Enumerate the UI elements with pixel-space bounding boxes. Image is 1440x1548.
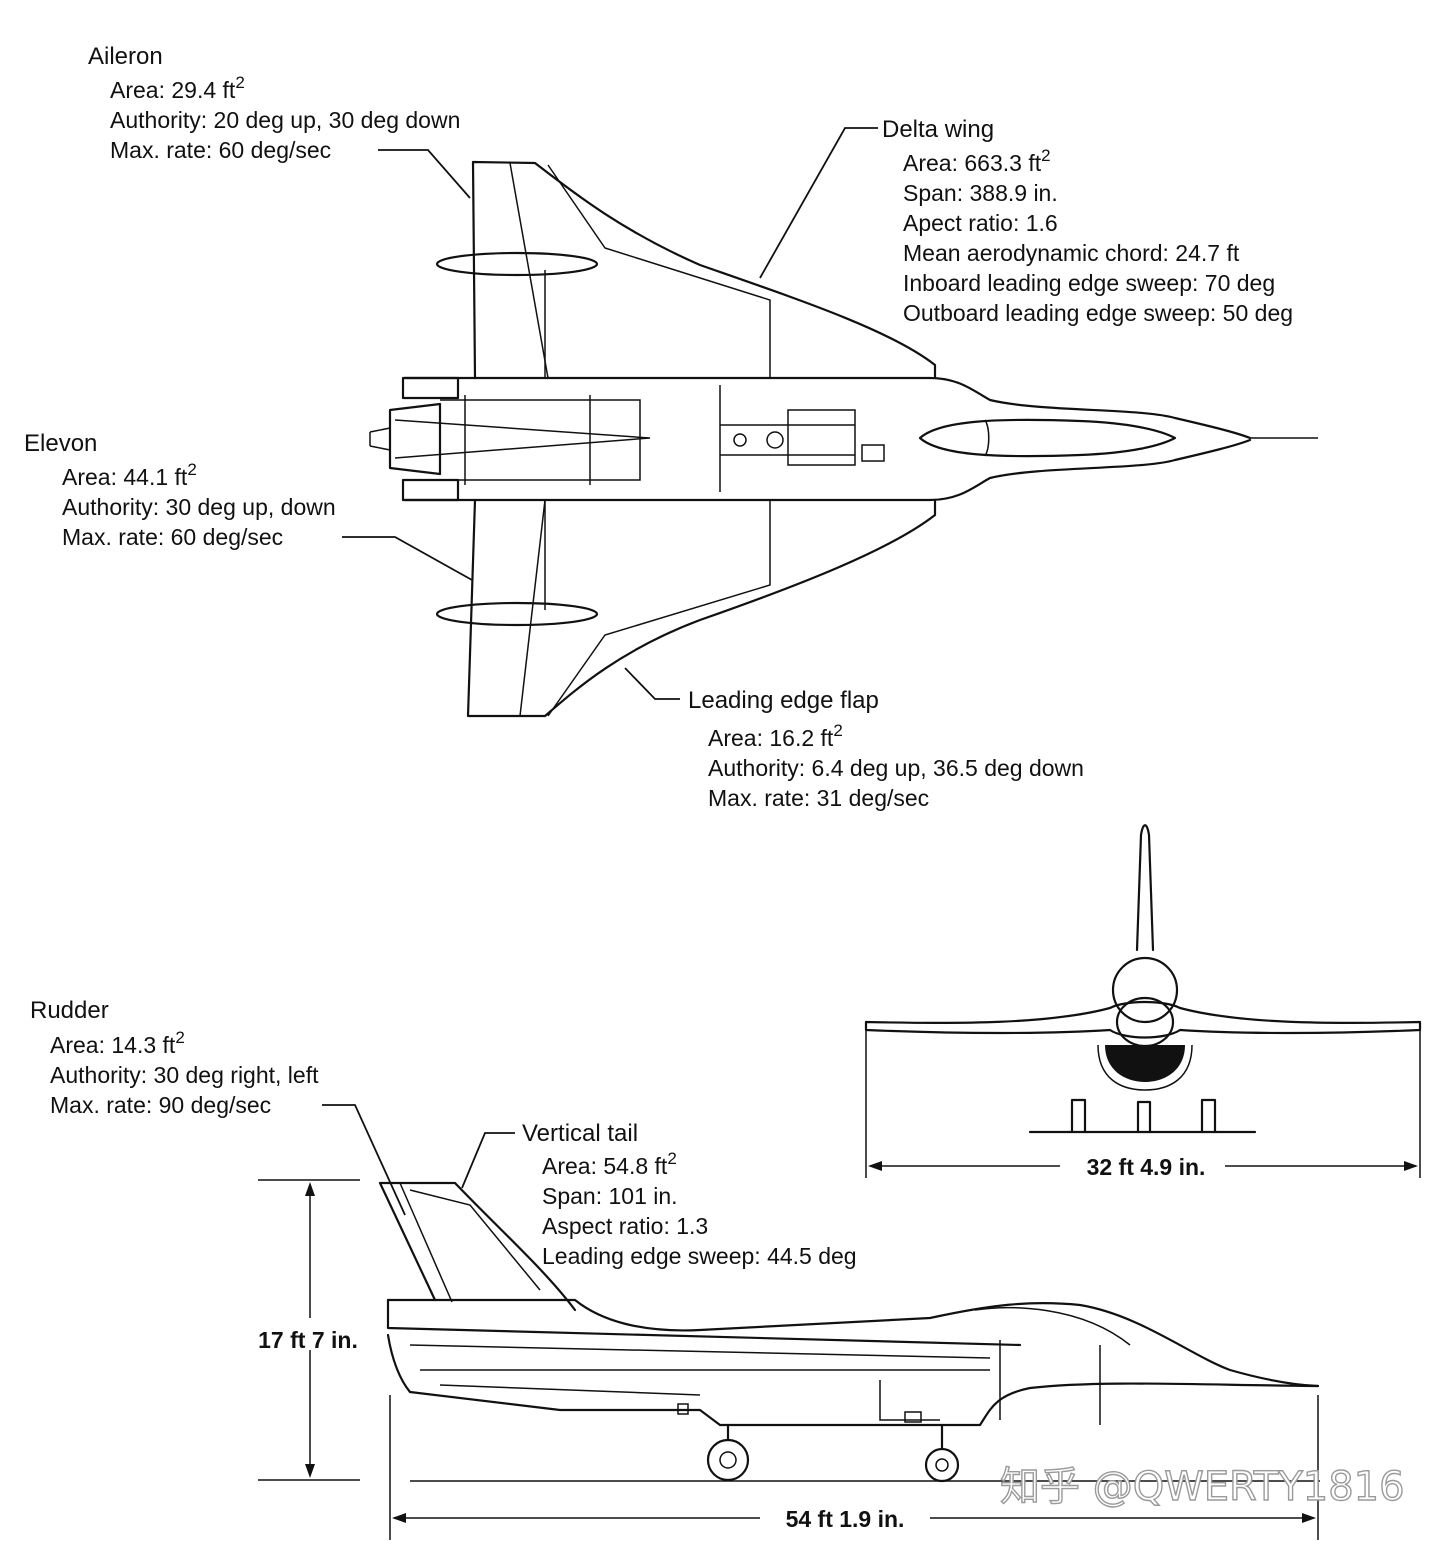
lef-callout: Leading edge flap Area: 16.2 ft2 Authori…	[688, 687, 1084, 811]
aileron-title: Aileron	[88, 43, 163, 70]
elevon-title: Elevon	[24, 430, 97, 457]
front-view-fin	[1135, 824, 1155, 952]
top-view-nozzle	[388, 402, 442, 476]
aileron-rate: Max. rate: 60 deg/sec	[110, 137, 331, 163]
rudder-title: Rudder	[30, 997, 109, 1024]
delta-wing-title: Delta wing	[882, 116, 994, 143]
side-view: 17 ft 7 in. 54 ft 1.9 in.	[258, 1179, 1320, 1540]
side-view-main-gear	[706, 1438, 750, 1482]
front-view: 32 ft 4.9 in.	[864, 824, 1422, 1180]
elevon-rate: Max. rate: 60 deg/sec	[62, 524, 283, 550]
top-view-fuselage-upper	[403, 376, 1252, 440]
lef-leader	[624, 667, 680, 700]
side-view-height-dimension: 17 ft 7 in.	[258, 1327, 358, 1353]
delta-wing-outboard: Outboard leading edge sweep: 50 deg	[903, 300, 1293, 326]
leader-lines	[322, 127, 878, 1216]
vtail-aspect: Aspect ratio: 1.3	[542, 1213, 708, 1239]
top-view-wingtip-rail-upper	[435, 251, 599, 277]
vtail-area: Area: 54.8 ft2	[542, 1149, 677, 1179]
rudder-leader	[322, 1104, 406, 1216]
side-view-nose-gear	[924, 1447, 960, 1483]
front-view-span-dimension: 32 ft 4.9 in.	[1087, 1154, 1206, 1180]
lef-rate: Max. rate: 31 deg/sec	[708, 785, 929, 811]
side-view-length-dimension: 54 ft 1.9 in.	[786, 1506, 905, 1532]
top-view-wingtip-rail-lower	[435, 601, 599, 627]
vtail-span: Span: 101 in.	[542, 1183, 678, 1209]
watermark: 知乎 @QWERTY1816	[1000, 1464, 1405, 1510]
top-view-canopy	[918, 418, 1177, 458]
side-view-fuselage	[386, 1298, 1320, 1388]
front-view-intake	[1105, 1045, 1185, 1082]
top-view	[369, 160, 1318, 718]
top-view-lower-wing	[466, 498, 937, 718]
aileron-callout: Aileron Area: 29.4 ft2 Authority: 20 deg…	[88, 43, 460, 163]
top-view-fuselage-lower	[403, 438, 1252, 502]
aileron-area: Area: 29.4 ft2	[110, 73, 245, 103]
delta-wing-inboard: Inboard leading edge sweep: 70 deg	[903, 270, 1275, 296]
rudder-callout: Rudder Area: 14.3 ft2 Authority: 30 deg …	[30, 997, 319, 1118]
front-view-wing	[864, 1000, 1422, 1039]
elevon-area: Area: 44.1 ft2	[62, 460, 197, 490]
side-view-vertical-tail	[378, 1181, 577, 1312]
lef-area: Area: 16.2 ft2	[708, 721, 843, 751]
aileron-leader	[378, 149, 471, 199]
delta-wing-aspect: Apect ratio: 1.6	[903, 210, 1058, 236]
lef-title: Leading edge flap	[688, 687, 879, 714]
delta-wing-area: Area: 663.3 ft2	[903, 146, 1051, 176]
top-view-upper-wing	[471, 160, 937, 380]
vtail-callout: Vertical tail Area: 54.8 ft2 Span: 101 i…	[522, 1120, 857, 1269]
delta-wing-callout: Delta wing Area: 663.3 ft2 Span: 388.9 i…	[882, 116, 1293, 326]
rudder-area: Area: 14.3 ft2	[50, 1028, 185, 1058]
vtail-leader	[461, 1132, 515, 1189]
vtail-sweep: Leading edge sweep: 44.5 deg	[542, 1243, 857, 1269]
lef-authority: Authority: 6.4 deg up, 36.5 deg down	[708, 755, 1084, 781]
aileron-authority: Authority: 20 deg up, 30 deg down	[110, 107, 460, 133]
rudder-rate: Max. rate: 90 deg/sec	[50, 1092, 271, 1118]
elevon-leader	[342, 536, 473, 581]
delta-wing-leader	[759, 127, 878, 279]
delta-wing-span: Span: 388.9 in.	[903, 180, 1058, 206]
vtail-title: Vertical tail	[522, 1120, 638, 1147]
rudder-authority: Authority: 30 deg right, left	[50, 1062, 319, 1088]
delta-wing-chord: Mean aerodynamic chord: 24.7 ft	[903, 240, 1240, 266]
elevon-authority: Authority: 30 deg up, down	[62, 494, 336, 520]
elevon-callout: Elevon Area: 44.1 ft2 Authority: 30 deg …	[24, 430, 336, 550]
